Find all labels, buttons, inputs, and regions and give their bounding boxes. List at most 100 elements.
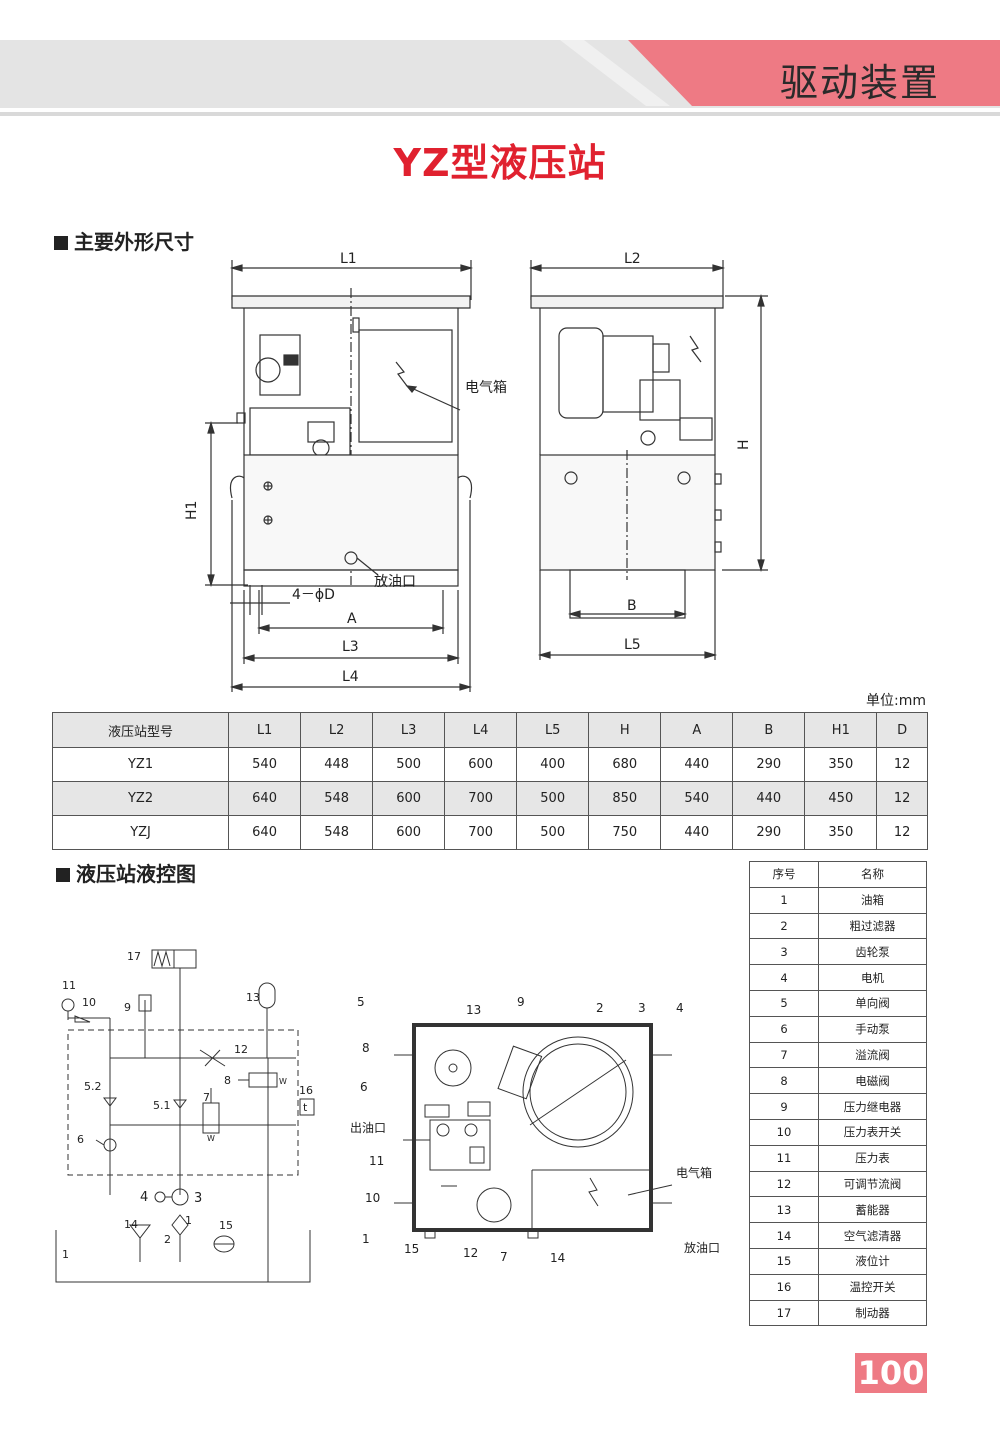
schematic-label: 5.2 (84, 1080, 102, 1093)
table-cell: 640 (228, 781, 302, 816)
table-cell: 700 (444, 815, 518, 850)
front-view (205, 260, 474, 692)
spec-header-cell: A (660, 712, 734, 748)
layout-label: 10 (365, 1191, 380, 1205)
table-cell: 440 (660, 747, 734, 782)
header-rule (0, 112, 1000, 116)
table-cell: 粗过滤器 (818, 912, 927, 940)
header-title: 驱动装置 (779, 61, 940, 105)
top-layout-drawing (394, 1023, 673, 1239)
square-bullet-icon (54, 236, 68, 250)
layout-label: 5 (357, 995, 365, 1009)
layout-outlet-label: 出油口 (350, 1121, 386, 1135)
schematic-label: W (279, 1077, 287, 1086)
schematic-label: 10 (82, 996, 96, 1009)
table-cell: 16 (749, 1273, 819, 1301)
table-cell: 5 (749, 989, 819, 1017)
table-cell: 油箱 (818, 886, 927, 914)
table-cell: 1 (749, 886, 819, 914)
spec-header-cell: L5 (516, 712, 590, 748)
label-L5: L5 (624, 637, 641, 653)
label-drain: 放油口 (374, 574, 416, 590)
table-cell: 12 (749, 1170, 819, 1198)
schematic-label: 11 (62, 979, 76, 992)
spec-header-cell: H1 (804, 712, 878, 748)
schematic-label: 12 (234, 1043, 248, 1056)
table-cell: 750 (588, 815, 662, 850)
section-dimensions-title: 主要外形尺寸 (54, 226, 194, 255)
front-view-labels: L1 电气箱 H1 放油口 4－ϕD A L3 L4 (184, 251, 507, 685)
label-L3: L3 (342, 639, 359, 655)
table-cell: 440 (732, 781, 806, 816)
layout-electric-box-label: 电气箱 (676, 1165, 712, 1180)
schematic-label: 4 (140, 1190, 148, 1205)
layout-labels: 5 13 9 2 3 4 8 6 出油口 11 10 1 15 12 7 14 … (350, 995, 720, 1265)
unit-label: 单位:mm (866, 693, 926, 709)
table-cell: 压力表 (818, 1144, 927, 1172)
section-schematic-label: 液压站液控图 (76, 862, 196, 886)
table-cell: 9 (749, 1093, 819, 1120)
schematic-label: 16 (299, 1084, 313, 1097)
table-cell: 500 (516, 781, 590, 816)
table-cell: 12 (876, 815, 928, 850)
table-row: YZJ 640 548 600 700 500 750 440 290 350 … (51, 815, 928, 850)
table-cell: 液位计 (818, 1247, 927, 1275)
table-cell: 12 (876, 747, 928, 782)
hydraulic-schematic (55, 949, 315, 1283)
table-cell: 2 (749, 912, 819, 940)
parts-header-cell: 名称 (818, 861, 927, 888)
parts-table-header: 序号 名称 (749, 861, 927, 888)
spec-header-cell: H (588, 712, 662, 748)
layout-label: 4 (676, 1001, 684, 1015)
table-cell: 溢流阀 (818, 1041, 927, 1069)
table-cell: 680 (588, 747, 662, 782)
table-cell: 700 (444, 781, 518, 816)
table-cell: YZJ (51, 815, 230, 850)
schematic-label: 2 (164, 1233, 171, 1246)
table-cell: 290 (732, 815, 806, 850)
spec-table-header: 液压站型号 L1 L2 L3 L4 L5 H A B H1 D (51, 712, 928, 748)
label-hole: 4－ϕD (292, 587, 335, 603)
table-cell: 600 (444, 747, 518, 782)
layout-label: 12 (463, 1246, 478, 1260)
table-cell: 压力表开关 (818, 1118, 927, 1146)
spec-header-cell: B (732, 712, 806, 748)
layout-label: 15 (404, 1242, 419, 1256)
section-schematic-title: 液压站液控图 (56, 858, 196, 887)
table-cell: 3 (749, 938, 819, 966)
table-cell: 350 (804, 815, 878, 850)
side-view (528, 260, 768, 660)
table-cell: 压力继电器 (818, 1093, 927, 1120)
spec-header-cell: L1 (228, 712, 302, 748)
table-cell: 空气滤清器 (818, 1222, 927, 1249)
schematic-label: 13 (246, 991, 260, 1004)
table-cell: 4 (749, 964, 819, 991)
side-view-labels: L2 H B L5 (624, 251, 752, 653)
table-cell: 600 (372, 815, 446, 850)
table-cell: YZ2 (51, 781, 230, 816)
table-cell: 电磁阀 (818, 1067, 927, 1095)
schematic-label: 8 (224, 1074, 231, 1087)
table-cell: 8 (749, 1067, 819, 1095)
table-cell: 17 (749, 1299, 819, 1327)
schematic-label: 15 (219, 1219, 233, 1232)
layout-drain-label: 放油口 (684, 1240, 720, 1255)
table-cell: 540 (660, 781, 734, 816)
table-cell: 440 (660, 815, 734, 850)
spec-header-cell: L3 (372, 712, 446, 748)
spec-table: 液压站型号 L1 L2 L3 L4 L5 H A B H1 D YZ1 540 … (51, 712, 928, 850)
header-accent (628, 40, 1000, 106)
table-cell: 可调节流阀 (818, 1170, 927, 1198)
page-number: 100 (855, 1353, 927, 1393)
table-cell: 640 (228, 815, 302, 850)
layout-label: 7 (500, 1250, 508, 1264)
